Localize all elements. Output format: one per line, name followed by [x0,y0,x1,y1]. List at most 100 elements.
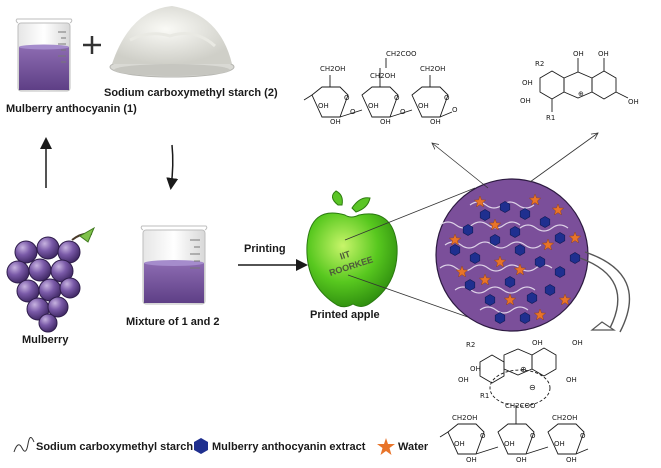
svg-text:⊕: ⊕ [520,365,527,374]
star-particle [493,255,507,268]
apple-engraving-1: IIT [339,249,353,262]
star-icon [377,438,395,455]
svg-text:CH2OH: CH2OH [552,414,577,422]
hexagon-particle [464,279,476,291]
hexagon-particle [539,216,551,228]
svg-text:OH: OH [628,98,639,106]
star-particle [568,231,582,244]
starch-structure-labels: CH2OH CH2OH CH2OH CH2COO O O O OH OH OH … [318,50,458,126]
svg-text:OH: OH [458,376,469,384]
hexagon-particle [526,292,538,304]
svg-text:O: O [394,94,400,102]
legend-water: Water [398,441,429,453]
svg-text:OH: OH [466,456,477,464]
mixture-label: Mixture of 1 and 2 [126,316,220,328]
star-particle [528,193,542,206]
star-particle [455,265,469,278]
svg-text:O: O [350,108,356,116]
svg-text:OH: OH [454,440,465,448]
svg-text:OH: OH [572,339,583,347]
starch-label: Sodium carboxymethyl starch (2) [104,87,278,99]
powder-bowl-icon [109,6,235,78]
svg-text:OH: OH [368,102,379,110]
svg-text:O: O [452,106,458,114]
hexagon-particle [514,244,526,256]
complex-structure-labels: R2 OH OH R1 OH OH OH ⊕ ⊖ CH2COO CH2OH CH… [452,339,586,464]
svg-text:CH2OH: CH2OH [452,414,477,422]
star-particle [558,293,572,306]
svg-text:CH2OH: CH2OH [320,65,345,73]
svg-text:OH: OH [504,440,515,448]
svg-text:R2: R2 [466,341,475,349]
hexagon-particle [479,209,491,221]
svg-text:R1: R1 [546,114,555,122]
svg-text:OH: OH [532,339,543,347]
apple-icon [306,190,398,308]
hexagon-particle [484,294,496,306]
svg-text:OH: OH [318,102,329,110]
svg-text:O: O [400,108,406,116]
printing-label: Printing [244,243,286,255]
svg-text:OH: OH [380,118,391,126]
star-particle [448,233,462,246]
anthocyanin-structure-labels: R2 OH OH OH OH OH R1 ⊕ [520,50,639,122]
svg-text:⊕: ⊕ [578,90,584,98]
svg-text:OH: OH [522,79,533,87]
svg-text:OH: OH [566,456,577,464]
hexagon-particle [554,266,566,278]
hexagon-particle [534,256,546,268]
star-particle [541,238,555,251]
svg-text:⊖: ⊖ [529,383,536,392]
hexagon-particle [494,312,506,324]
arrow-to-anthocyanin-structure [529,133,598,183]
svg-text:O: O [480,432,486,440]
mulberry-label: Mulberry [22,334,69,346]
arrow-to-starch-structure [432,143,489,189]
hexagon-particle [569,252,581,264]
svg-text:CH2OH: CH2OH [420,65,445,73]
svg-text:O: O [580,432,586,440]
mixing-arrow [166,144,179,190]
zoom-lines [344,187,483,323]
svg-text:O: O [444,94,450,102]
svg-text:OH: OH [430,118,441,126]
svg-text:OH: OH [418,102,429,110]
svg-text:OH: OH [598,50,609,58]
hexagon-particle [519,312,531,324]
anthocyanin-structure [539,58,629,112]
svg-text:OH: OH [330,118,341,126]
plus-icon [83,36,101,54]
anthocyanin-label: Mulberry anthocyanin (1) [6,103,137,115]
hexagon-particle [509,226,521,238]
hexagon-particle [449,244,461,256]
star-particle [473,195,487,208]
svg-text:OH: OH [520,97,531,105]
hexagon-icon [194,438,208,454]
svg-text:OH: OH [566,376,577,384]
hexagon-particle [489,234,501,246]
star-particle [478,273,492,286]
svg-text:O: O [344,94,350,102]
hexagon-particle [554,232,566,244]
magnified-view [435,178,589,332]
star-particle [488,218,502,231]
hexagon-particle [544,284,556,296]
starch-structure [303,58,453,118]
svg-text:O: O [530,432,536,440]
hexagon-particle [519,208,531,220]
svg-text:OH: OH [470,365,481,373]
svg-text:R1: R1 [480,392,489,400]
legend-anthocyanin-extract: Mulberry anthocyanin extract [212,441,366,453]
star-particle [533,308,547,321]
printed-apple-label: Printed apple [310,309,380,321]
star-particle [551,203,565,216]
hexagon-particle [499,201,511,213]
svg-text:CH2COO: CH2COO [386,50,417,58]
curved-arrow [579,251,630,333]
complex-structure [439,347,589,455]
svg-text:R2: R2 [535,60,544,68]
star-particle [513,263,527,276]
hexagon-particle [469,252,481,264]
svg-text:CH2COO: CH2COO [505,402,536,410]
